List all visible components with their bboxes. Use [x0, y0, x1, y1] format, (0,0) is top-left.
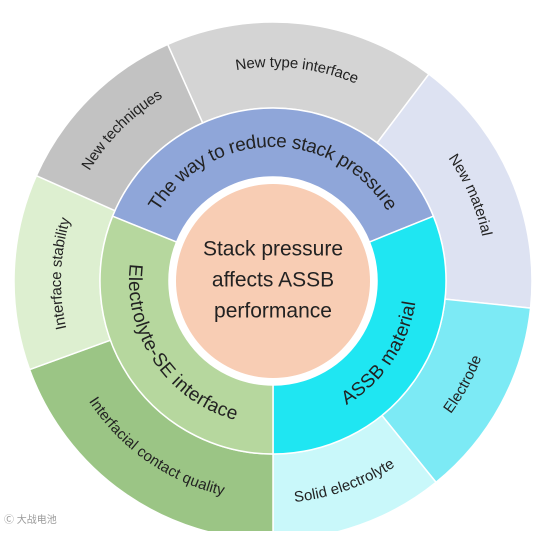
- center-circle: [176, 184, 370, 378]
- center-line-2: affects ASSB: [212, 269, 334, 292]
- watermark: Ⓒ 大战电池: [4, 515, 57, 526]
- center-line-1: Stack pressure: [203, 238, 343, 261]
- center-line-3: performance: [214, 300, 332, 323]
